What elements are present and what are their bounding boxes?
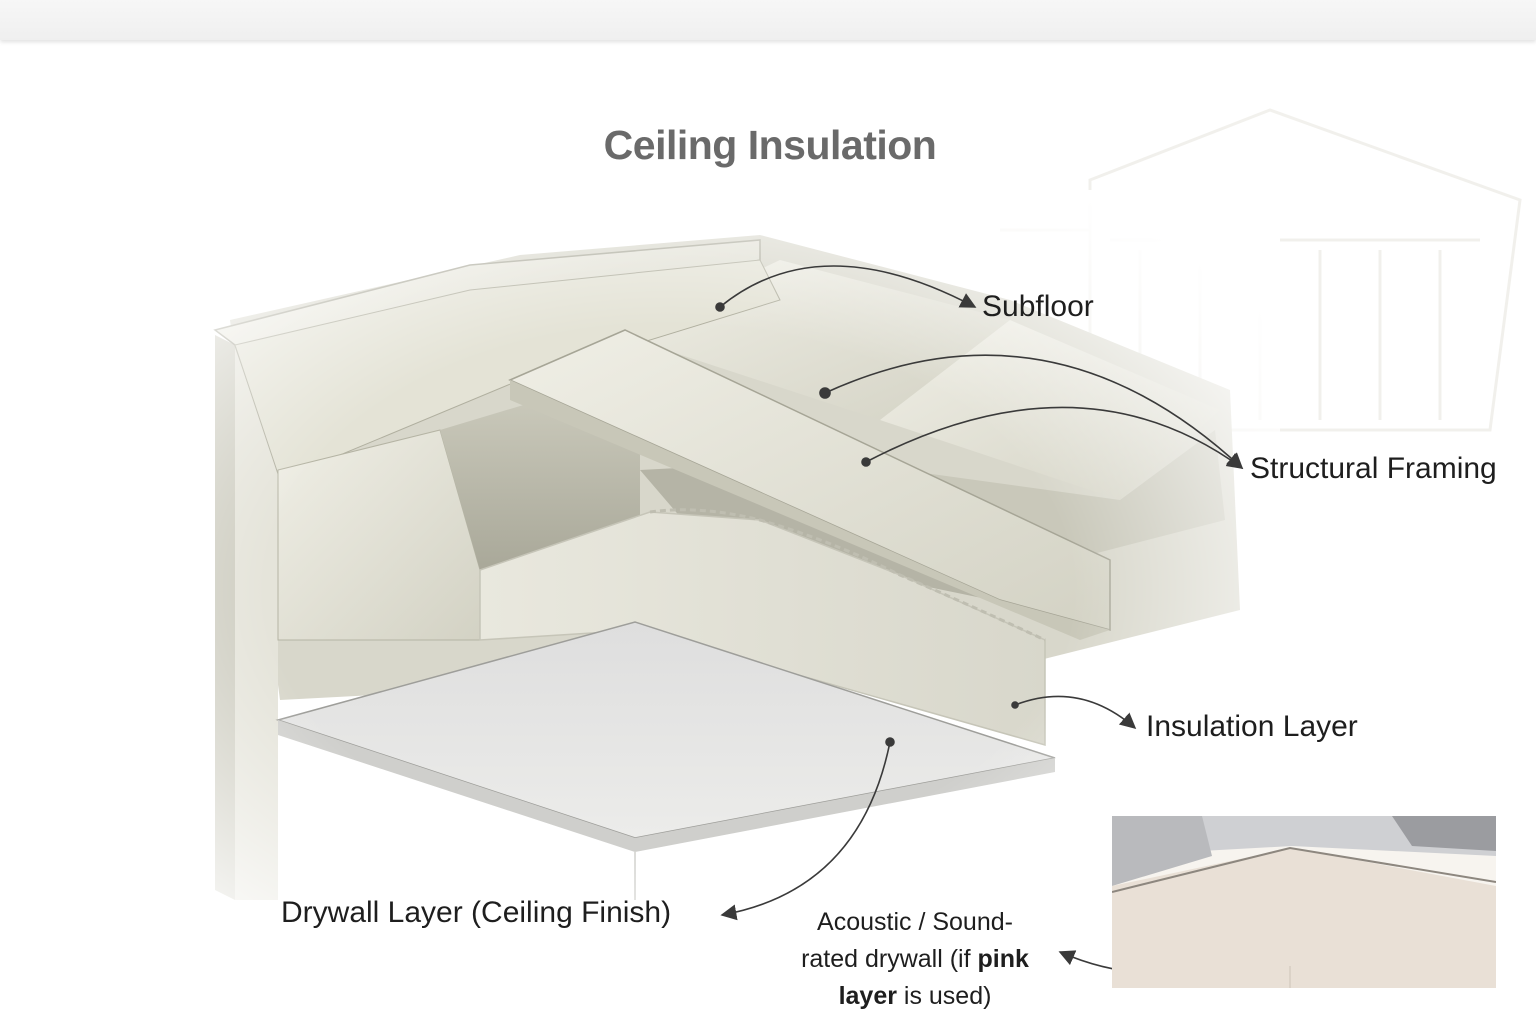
inset-drywall-image (1112, 816, 1496, 988)
acoustic-drywall-note: Acoustic / Sound- rated drywall (if pink… (770, 904, 1060, 1015)
note-line-2b: pink (978, 945, 1029, 973)
note-line-3a: layer (839, 982, 897, 1010)
note-line-1: Acoustic / Sound- (817, 908, 1013, 936)
label-drywall-layer: Drywall Layer (Ceiling Finish) (281, 896, 671, 930)
label-structural-framing: Structural Framing (1250, 452, 1497, 486)
label-subfloor: Subfloor (982, 290, 1094, 324)
label-insulation-layer: Insulation Layer (1146, 710, 1358, 744)
note-line-2a: rated drywall (if (801, 945, 977, 973)
note-line-3b: is used) (897, 982, 991, 1010)
